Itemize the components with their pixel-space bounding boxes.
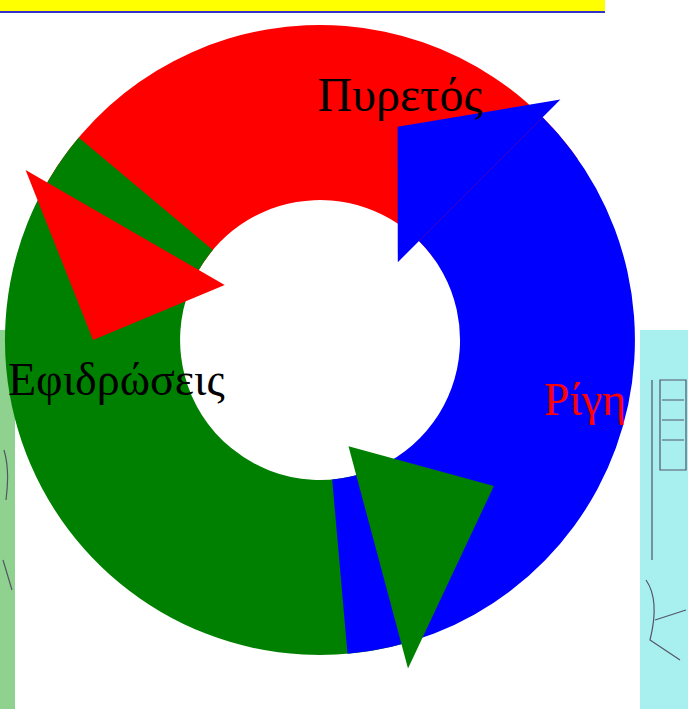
arrow-head bbox=[398, 100, 561, 263]
arrow-head bbox=[349, 446, 494, 668]
cycle-label: Πυρετός bbox=[318, 69, 483, 122]
header-bar bbox=[0, 0, 605, 12]
arrow-head bbox=[26, 170, 225, 340]
cycle-arrow bbox=[332, 117, 635, 654]
side-panel bbox=[640, 330, 688, 709]
cycle-label: Ρίγη bbox=[544, 375, 626, 426]
cycle-label: Εφιδρώσεις bbox=[8, 355, 225, 406]
header-rule bbox=[0, 11, 605, 13]
